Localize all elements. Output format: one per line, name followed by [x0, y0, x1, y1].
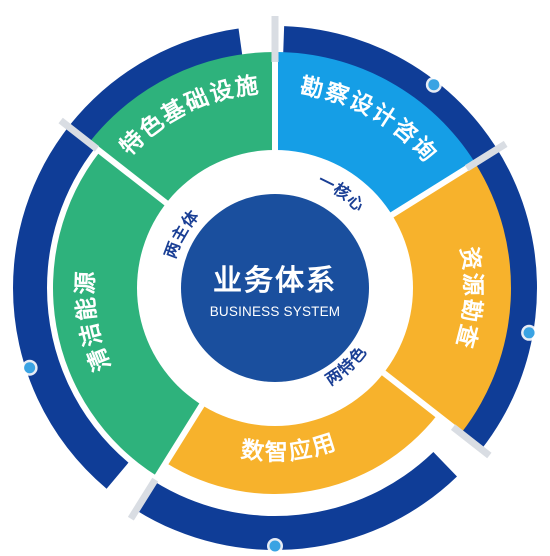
divider-bar — [58, 117, 100, 152]
outer-ring-piece — [282, 26, 537, 450]
dot — [24, 362, 36, 374]
segment-survey-design — [275, 52, 476, 220]
center-title: 业务体系 — [213, 263, 337, 297]
divider-bar — [464, 140, 508, 172]
decorative-dots — [21, 76, 538, 554]
dot — [523, 327, 535, 339]
segment-dividers — [58, 16, 508, 521]
divider-bar — [127, 477, 159, 521]
segment-clean-energy — [52, 151, 207, 477]
center-subtitle: BUSINESS SYSTEM — [210, 304, 341, 319]
outer-ring-piece — [136, 452, 458, 550]
outer-ring-piece — [13, 288, 129, 489]
segment-digital-application — [165, 368, 438, 494]
center-circle — [181, 194, 369, 382]
outer-ring-piece — [13, 28, 244, 288]
divider-bar — [450, 424, 492, 459]
segment-resource-exploration — [377, 162, 511, 434]
dot — [428, 79, 440, 91]
segment-ring — [52, 52, 511, 494]
outer-ring — [13, 26, 537, 550]
segment-infrastructure — [89, 52, 275, 208]
dot — [269, 540, 281, 552]
